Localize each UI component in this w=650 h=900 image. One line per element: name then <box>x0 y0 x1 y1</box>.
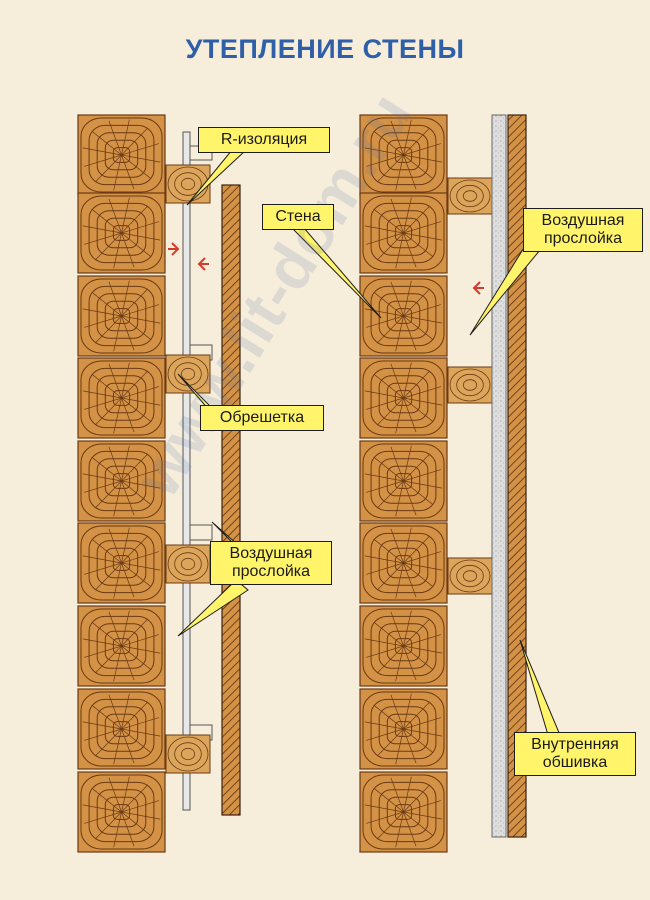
log-cross-section <box>359 275 448 357</box>
air-gap-left-label-line2: прослойка <box>231 563 311 580</box>
wall-label: Стена <box>275 208 321 225</box>
insulation-layer <box>491 114 507 838</box>
log-cross-section <box>359 357 448 439</box>
lathing-batten <box>447 366 493 404</box>
log-cross-section <box>359 522 448 604</box>
air-gap-left-callout: Воздушная прослойка <box>210 541 332 585</box>
inner-lining-label-line1: Внутренняя <box>531 736 619 753</box>
log-cross-section <box>359 771 448 853</box>
inner-lining-label-line2: обшивка <box>542 754 608 771</box>
log-cross-section <box>77 114 166 196</box>
r-insulation-film <box>182 131 191 811</box>
log-cross-section <box>359 192 448 274</box>
r-insulation-callout: R-изоляция <box>198 127 330 153</box>
airflow-arrow-icon <box>197 257 209 271</box>
air-gap-left-label-line1: Воздушная <box>229 545 313 562</box>
inner-lining-callout: Внутренняя обшивка <box>514 732 636 776</box>
inner-lining-board <box>507 114 527 838</box>
lathing-callout: Обрешетка <box>200 405 324 431</box>
log-cross-section <box>77 605 166 687</box>
inner-lining-board <box>221 184 241 816</box>
left-wall-section <box>77 114 241 853</box>
air-gap-right-label-line1: Воздушная <box>541 212 625 229</box>
log-cross-section <box>359 688 448 770</box>
diagram-title: УТЕПЛЕНИЕ СТЕНЫ <box>185 34 465 64</box>
r-insulation-label: R-изоляция <box>220 131 308 148</box>
wall-callout: Стена <box>262 204 334 230</box>
lathing-batten <box>165 734 211 774</box>
air-gap-right-label-line2: прослойка <box>543 230 623 247</box>
airflow-arrow-icon <box>168 242 180 256</box>
airflow-arrow-icon <box>472 281 484 295</box>
log-cross-section <box>77 192 166 274</box>
log-cross-section <box>359 114 448 196</box>
log-cross-section <box>77 688 166 770</box>
log-cross-section <box>359 605 448 687</box>
log-cross-section <box>77 275 166 357</box>
air-gap-right-callout: Воздушная прослойка <box>523 208 643 252</box>
log-cross-section <box>77 440 166 522</box>
lathing-batten <box>447 557 493 595</box>
log-cross-section <box>359 440 448 522</box>
lathing-batten <box>165 354 211 394</box>
log-cross-section <box>77 771 166 853</box>
right-wall-section <box>359 114 527 853</box>
lathing-label: Обрешетка <box>219 409 305 426</box>
lathing-batten <box>447 177 493 215</box>
log-cross-section <box>77 522 166 604</box>
air-gap-left-leader-down <box>177 579 249 637</box>
lathing-batten <box>165 544 211 584</box>
lathing-batten <box>165 164 211 204</box>
log-cross-section <box>77 357 166 439</box>
